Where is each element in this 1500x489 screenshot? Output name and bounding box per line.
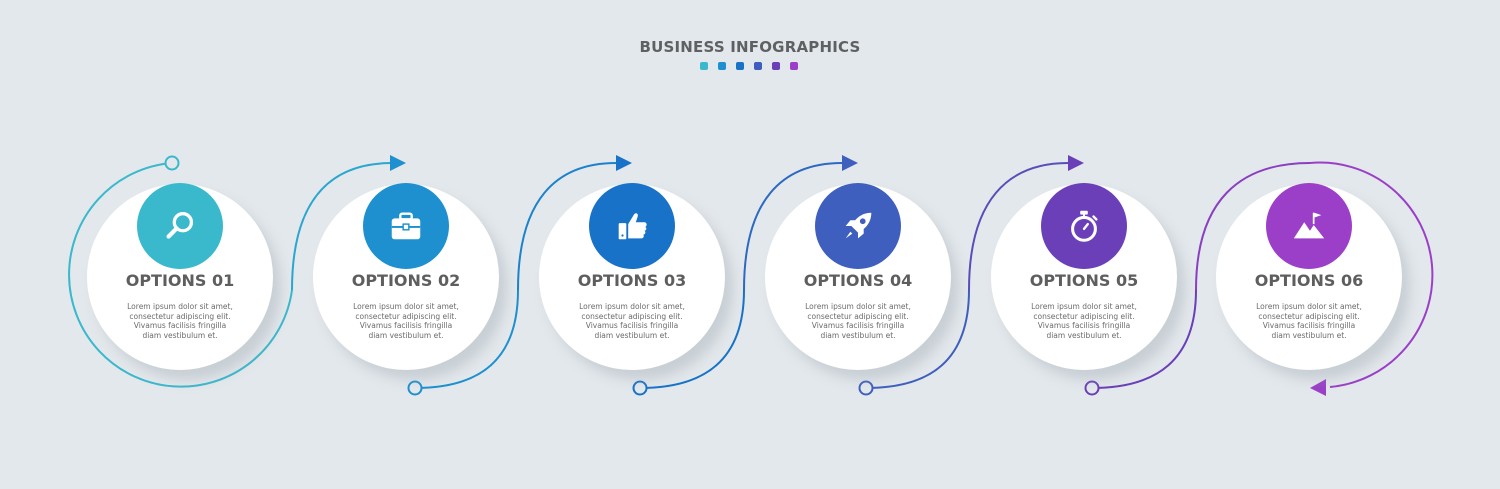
option-title-4: OPTIONS 04	[803, 271, 913, 290]
option-badge-5	[1041, 183, 1127, 269]
option-title-3: OPTIONS 03	[577, 271, 687, 290]
option-title-5: OPTIONS 05	[1029, 271, 1139, 290]
connector-arc-2a	[414, 289, 519, 389]
rocket-icon	[845, 212, 872, 239]
connector-arc-1	[68, 162, 293, 388]
color-dot-6	[790, 62, 798, 70]
option-badge-4	[815, 183, 901, 269]
connector-arc-4b	[968, 162, 1069, 291]
option-description-4: Lorem ipsum dolor sit amet,consectetur a…	[805, 302, 911, 340]
node-4	[858, 380, 874, 396]
connector-arc-5b	[1195, 162, 1311, 291]
node-2	[407, 380, 423, 396]
arrow-1	[390, 155, 406, 171]
option-badge-6	[1266, 183, 1352, 269]
connector-arc-6	[1309, 161, 1434, 388]
thumbs-up-icon	[618, 213, 647, 240]
end-arrow	[1310, 379, 1326, 396]
search-icon	[166, 211, 194, 239]
start-node	[164, 155, 180, 171]
infographic-title: BUSINESS INFOGRAPHICS	[639, 38, 861, 56]
color-dots	[700, 62, 798, 70]
color-dot-4	[754, 62, 762, 70]
node-5	[1084, 380, 1100, 396]
option-title-2: OPTIONS 02	[351, 271, 461, 290]
color-dot-3	[736, 62, 744, 70]
color-dot-2	[718, 62, 726, 70]
mountain-flag-icon	[1293, 212, 1325, 239]
option-badge-3	[589, 183, 675, 269]
option-description-6: Lorem ipsum dolor sit amet,consectetur a…	[1256, 302, 1362, 340]
connector-arc-3a	[639, 289, 745, 389]
arrow-4	[1068, 155, 1084, 171]
color-dot-1	[700, 62, 708, 70]
option-title-1: OPTIONS 01	[125, 271, 235, 290]
connector-arc-2b	[517, 162, 617, 291]
stopwatch-icon	[1071, 210, 1098, 242]
connector-arc-5a	[1091, 289, 1197, 389]
option-badge-1	[137, 183, 223, 269]
option-description-3: Lorem ipsum dolor sit amet,consectetur a…	[579, 302, 685, 340]
connector-arc-1b	[291, 162, 393, 291]
option-description-5: Lorem ipsum dolor sit amet,consectetur a…	[1031, 302, 1137, 340]
arrow-2	[616, 155, 632, 171]
option-description-2: Lorem ipsum dolor sit amet,consectetur a…	[353, 302, 459, 340]
node-3	[632, 380, 648, 396]
arrow-3	[842, 155, 858, 171]
option-description-1: Lorem ipsum dolor sit amet,consectetur a…	[127, 302, 233, 340]
connector-arc-3b	[743, 162, 843, 291]
connector-arc-4a	[865, 289, 970, 389]
option-title-6: OPTIONS 06	[1254, 271, 1364, 290]
option-badge-2	[363, 183, 449, 269]
briefcase-icon	[391, 212, 421, 240]
color-dot-5	[772, 62, 780, 70]
